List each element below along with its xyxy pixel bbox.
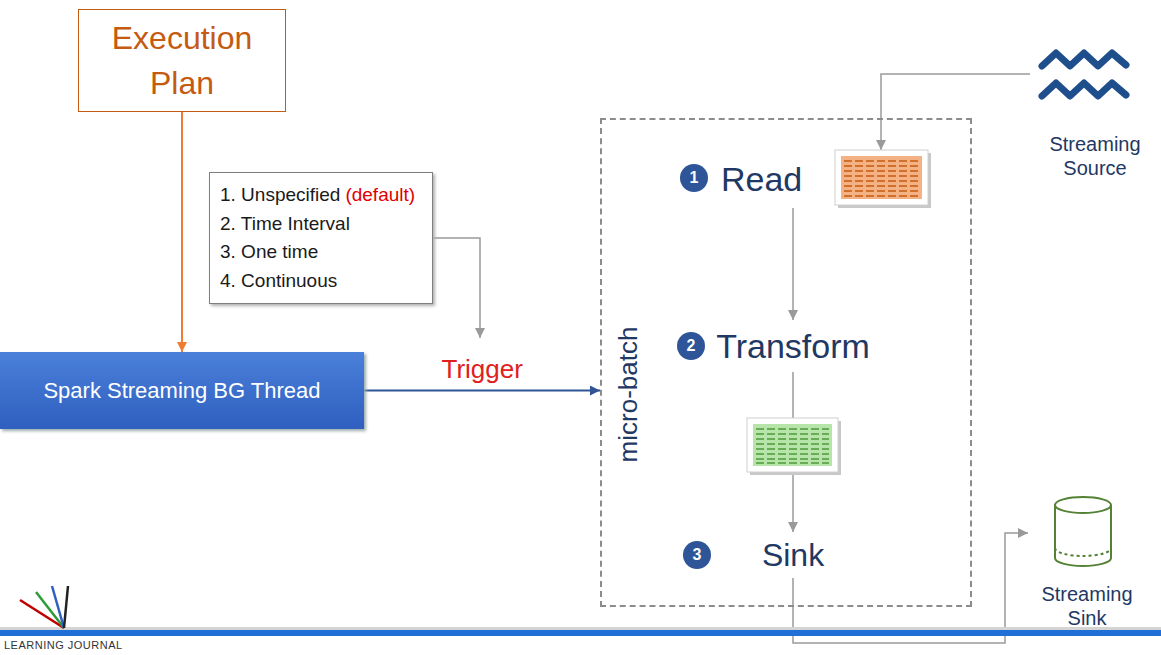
step-node: Transform <box>712 320 874 372</box>
connector <box>793 533 1028 643</box>
logo-lines <box>20 586 68 628</box>
node-text: 1. Unspecified <box>220 184 340 205</box>
callout-number: 3 <box>683 541 711 569</box>
node-text: Execution Plan <box>87 16 277 104</box>
process-box: Execution Plan <box>78 9 286 112</box>
connector <box>881 74 1030 150</box>
group-box: micro-batch ReadTransformSink <box>600 118 972 607</box>
option-list-box: 1. Unspecified(default) 2. Time Interval 3… <box>209 172 433 304</box>
connector <box>364 390 600 392</box>
edge-label: Trigger <box>439 354 526 385</box>
callout-number: 1 <box>680 164 708 192</box>
bottom-bar <box>0 627 1161 636</box>
node-text: Spark Streaming BG Thread <box>43 378 320 404</box>
source-table-image <box>835 150 931 208</box>
watermark: LEARNING JOURNAL <box>4 639 123 651</box>
callout-number: 2 <box>677 332 705 360</box>
node-text: Sink <box>762 536 824 574</box>
node-text: 3. One time <box>220 241 318 262</box>
node-text: Streaming Sink <box>1028 582 1146 630</box>
node-text: micro-batch <box>613 326 644 462</box>
thread-box: Spark Streaming BG Thread <box>0 352 364 429</box>
list-item: 2. Time Interval <box>220 210 350 239</box>
leader-line <box>433 238 480 338</box>
sink-node: Streaming Sink <box>1028 495 1146 630</box>
connector <box>792 208 794 320</box>
node-text: 2. Time Interval <box>220 213 350 234</box>
list-item: 4. Continuous <box>220 267 337 296</box>
node-text: Transform <box>716 326 870 367</box>
node-text: (default) <box>345 184 415 205</box>
connector <box>181 112 183 352</box>
wave-icon <box>1042 53 1126 96</box>
node-text: 4. Continuous <box>220 270 337 291</box>
step-node: Sink <box>752 532 834 578</box>
source-node: Streaming Source <box>1030 40 1160 180</box>
database-cylinder <box>1055 497 1111 566</box>
node-text: Read <box>721 159 802 200</box>
node-text: Streaming Source <box>1030 132 1160 180</box>
step-node: Read <box>715 150 930 208</box>
result-table-image <box>747 418 841 475</box>
list-item: 1. Unspecified(default) <box>220 181 415 210</box>
list-item: 3. One time <box>220 238 318 267</box>
